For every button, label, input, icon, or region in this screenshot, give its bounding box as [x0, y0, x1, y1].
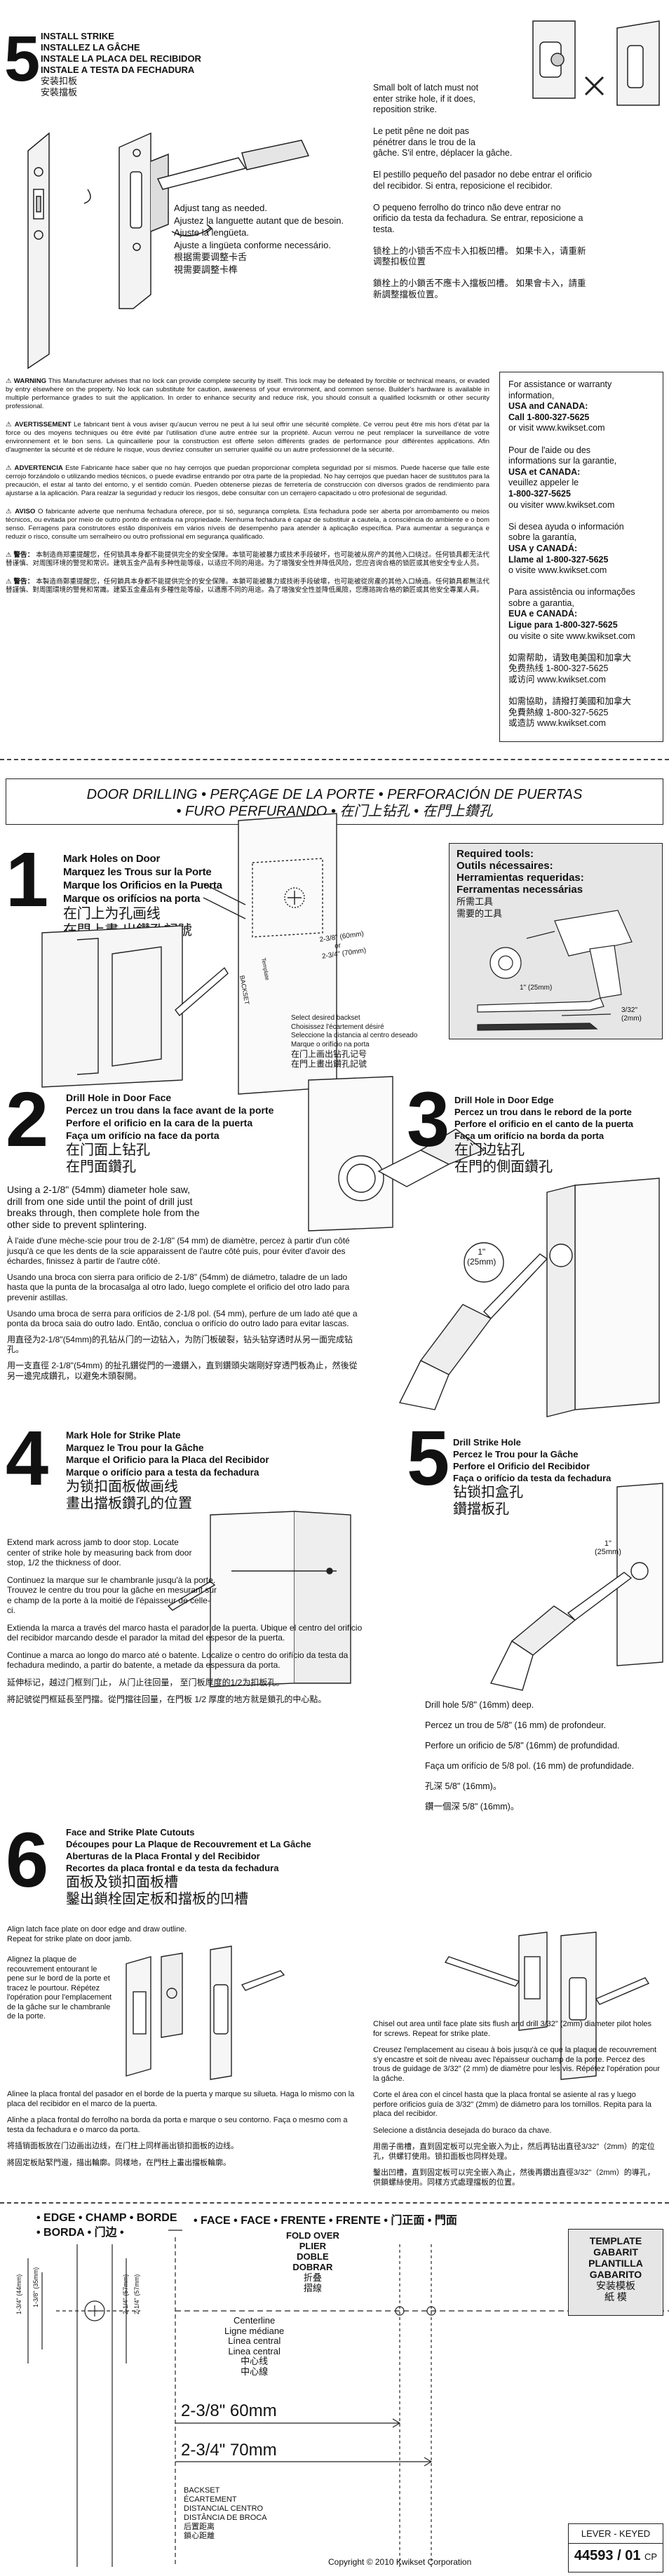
step6-cutout-illustration: [126, 1931, 650, 2080]
step4-jamb-illustration: [167, 1511, 351, 1687]
step3-dim: 1" (25mm): [467, 1247, 496, 1267]
warning-en: ⚠ WARNING This Manufacturer advises that…: [6, 377, 489, 410]
adjust-line: 根据需要调整卡舌: [174, 252, 248, 262]
step2-en: Using a 2-1/8" (54mm) diameter hole saw,…: [7, 1184, 200, 1230]
title-line: INSTALL STRIKE: [41, 31, 114, 41]
warning-es: ⚠ ADVERTENCIA Este Fabricante hace saber…: [6, 464, 489, 497]
step5-drill-body: Drill hole 5/8" (16mm) deep. Percez un t…: [425, 1700, 635, 1812]
step2-es: Usando una broca con sierra para orifici…: [7, 1272, 350, 1302]
face-header: • FACE • FACE • FRENTE • FRENTE • 门正面 • …: [194, 2215, 457, 2227]
kwikset-link[interactable]: ou visite o site www.kwikset.com: [508, 630, 635, 641]
part-number-box: LEVER - KEYED 44593 / 01 CP: [568, 2523, 663, 2572]
tools-size-2mm: (2mm): [621, 1015, 642, 1023]
step5-drill-dim: 1" (25mm): [595, 1539, 621, 1556]
kwikset-link[interactable]: ou visiter www.kwikset.com: [508, 499, 615, 510]
warning-icon: ⚠: [6, 421, 15, 429]
adjust-tang-text: Adjust tang as needed. Ajustez la langue…: [174, 202, 344, 276]
lever-keyed-label: LEVER - KEYED: [581, 2528, 651, 2539]
required-tools-box: Required tools: Outils nécessaires: Herr…: [449, 843, 663, 1039]
title-line: 安裝擋板: [41, 87, 78, 97]
step-number-5: 5: [4, 23, 41, 95]
strike-plate-illustration: [27, 20, 660, 370]
step3-edge-drill-illustration: [398, 1178, 660, 1417]
tools-title: Required tools: Outils nécessaires: Herr…: [457, 848, 584, 919]
part-suffix: CP: [644, 2551, 658, 2562]
tools-size-1in: 1" (25mm): [520, 984, 553, 992]
warning-icon: ⚠: [6, 377, 14, 385]
step2-zh: 用直径为2-1/8"(54mm)的孔钻从门的一边钻入，为防门板破裂，钻头钻穿透时…: [7, 1334, 353, 1355]
warning-icon: ⚠: [6, 464, 15, 472]
step2-pt: Usando uma broca de serra para orifícios…: [7, 1308, 358, 1329]
contact-box: For assistance or warranty information, …: [499, 372, 663, 742]
step-number-4: 4: [6, 1415, 49, 1502]
step6-title: Face and Strike Plate Cutouts Découpes p…: [66, 1827, 311, 1907]
step5-drill-illustration: [489, 1483, 663, 1691]
divider: [0, 759, 669, 760]
step3-title: Drill Hole in Door Edge Percez un trou d…: [454, 1095, 634, 1175]
step2-tw: 用一支直徑 2-1/8"(54mm) 的扯孔鑽從門的一邊鑽入，直到鑽頭尖端剛好穿…: [7, 1360, 358, 1381]
warning-icon: ⚠: [6, 578, 14, 586]
template-backset-label: BACKSET ÉCARTEMENT DISTANCIAL CENTRO DIS…: [184, 2486, 267, 2540]
step4-body: Extend mark across jamb to door stop. Lo…: [7, 1537, 363, 1704]
warning-pt: ⚠ AVISO O fabricante adverte que nenhuma…: [6, 508, 489, 541]
backset-60mm: 2-3/8" 60mm: [181, 2401, 277, 2420]
step5-drill-title: Drill Strike Hole Percez le Trou pour la…: [453, 1437, 611, 1517]
step1-door-illustration: [41, 813, 337, 1095]
adjust-line: Ajustez la languette autant que de besoi…: [174, 215, 344, 226]
template-divider: [0, 2202, 669, 2204]
step-number-2: 2: [6, 1077, 49, 1163]
edge-header: • EDGE • CHAMP • BORDE • BORDA • 门边 •: [36, 2212, 177, 2239]
step1-backset-caption: Select desired backset Choisissez l'écar…: [291, 1014, 418, 1069]
step2-body: Using a 2-1/8" (54mm) diameter hole saw,…: [7, 1184, 358, 1387]
tools-illustration: [477, 910, 633, 1031]
header-line: DOOR DRILLING • PERÇAGE DE LA PORTE • PE…: [86, 787, 583, 802]
step2-hole-saw-illustration: [308, 1076, 485, 1232]
title-line: INSTALE A TESTA DA FECHADURA: [41, 65, 195, 75]
adjust-line: 視需要調整卡榫: [174, 264, 238, 275]
warnings-section: ⚠ WARNING This Manufacturer advises that…: [6, 377, 489, 600]
warning-icon: ⚠: [6, 508, 15, 515]
step-number-3: 3: [407, 1077, 450, 1163]
warning-fr: ⚠ AVERTISSEMENT Le fabricant tient à vou…: [6, 421, 489, 454]
step2-fr: À l'aide d'une mèche-scie pour trou de 2…: [7, 1236, 350, 1267]
template-label-box: TEMPLATE GABARIT PLANTILLA GABARITO 安装模板…: [568, 2229, 663, 2316]
step6-left-body2: Alinee la placa frontal del pasador en e…: [7, 2090, 355, 2167]
title-line: INSTALLEZ LA GÂCHE: [41, 42, 140, 53]
latch-bolt-note: Small bolt of latch must not enter strik…: [373, 83, 593, 299]
warning-tw: ⚠ 警告： 本製造商鄭重提醒您，任何鎖具本身都不能提供完全的安全保障。本鎖可能被…: [6, 578, 489, 594]
step6-left-body: Align latch face plate on door edge and …: [7, 1925, 187, 2021]
step-number-6: 6: [6, 1817, 49, 1903]
step5-strike-title: INSTALL STRIKE INSTALLEZ LA GÂCHE INSTAL…: [41, 31, 201, 98]
header-line: • FURO PERFURANDO • 在门上钻孔 • 在門上鑽孔: [176, 804, 493, 819]
adjust-line: Adjust tang as needed.: [174, 203, 267, 213]
step-number-5-drill: 5: [407, 1415, 450, 1502]
warning-zh: ⚠ 警告： 本制造商郑重提醒您，任何锁具本身都不能提供完全的安全保障。本锁可能被…: [6, 551, 489, 567]
warning-icon: ⚠: [6, 551, 14, 559]
step6-right-body: Chisel out area until face plate sits fl…: [373, 2020, 660, 2187]
step4-title: Mark Hole for Strike Plate Marquez le Tr…: [66, 1430, 269, 1511]
step-number-1: 1: [6, 837, 49, 923]
part-number: 44593 / 01: [574, 2548, 641, 2563]
adjust-line: Ajuste a lingüeta conforme necessário.: [174, 239, 332, 250]
kwikset-link[interactable]: or visit www.kwikset.com: [508, 423, 605, 433]
tools-size-3-32: 3/32": [621, 1006, 638, 1014]
template-illustration: [27, 2230, 669, 2567]
backset-70mm: 2-3/4" 70mm: [181, 2441, 277, 2460]
title-line: INSTALE LA PLACA DEL RECIBIDOR: [41, 53, 201, 64]
title-line: 安装扣板: [41, 76, 78, 86]
adjust-line: Ajuste la lengüeta.: [174, 227, 249, 238]
centerline-label: Centerline Ligne médiane Línea central L…: [224, 2315, 285, 2377]
fold-over-label: FOLD OVER PLIER DOBLE DOBRAR 折叠 摺線: [286, 2230, 339, 2293]
kwikset-link[interactable]: o visite www.kwikset.com: [508, 565, 607, 576]
step2-title: Drill Hole in Door Face Percez un trou d…: [66, 1092, 274, 1175]
copyright: Copyright © 2010 Kwikset Corporation: [328, 2557, 472, 2567]
